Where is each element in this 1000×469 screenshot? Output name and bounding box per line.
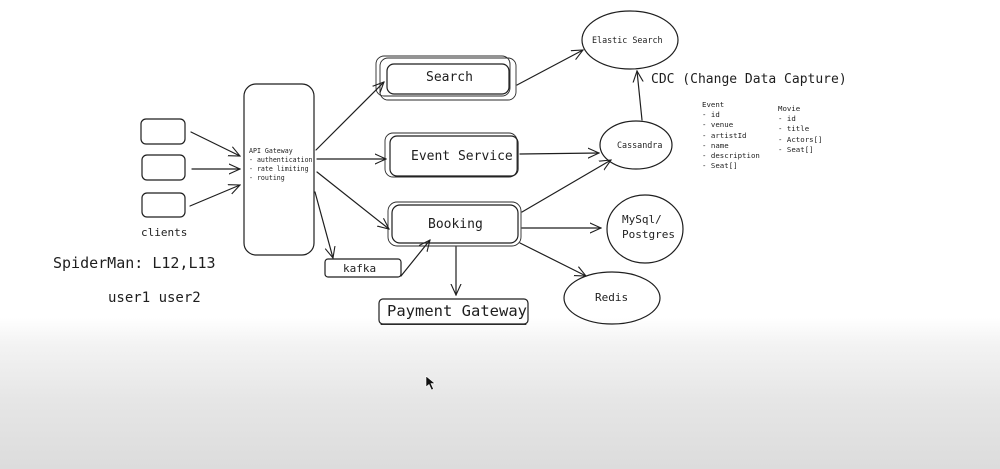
event-schema-field: - id — [702, 110, 720, 120]
arrow-booking-redis — [519, 242, 586, 277]
mysql-label-line1: MySql/ — [622, 213, 662, 226]
mysql-postgres-node[interactable] — [606, 194, 684, 264]
api-gateway-feature: - rate limiting — [249, 165, 309, 173]
api-gateway-title: API Gateway — [249, 147, 293, 155]
api-gateway-box[interactable] — [243, 83, 315, 256]
elastic-search-label: Elastic Search — [592, 35, 663, 45]
kafka-label: kafka — [343, 262, 377, 275]
api-gateway-text: API Gateway - authentication - rate limi… — [249, 147, 313, 183]
arrow-gateway-kafka — [314, 191, 333, 258]
mysql-label-line2: Postgres — [622, 228, 675, 241]
api-gateway-feature: - authentication — [249, 156, 313, 164]
search-label: Search — [426, 70, 473, 85]
arrow-gateway-booking — [316, 171, 389, 229]
event-schema-field: - venue — [702, 120, 734, 130]
kafka-box[interactable] — [324, 258, 402, 278]
payment-gateway-box[interactable] — [378, 298, 529, 325]
arrow-event-service-cassandra — [519, 153, 599, 154]
spiderman-note: SpiderMan: L12,L13 — [53, 254, 216, 272]
arrow-cassandra-elastic-cdc — [637, 71, 642, 121]
event-schema-field: - Seat[] — [702, 161, 738, 171]
arrow-client1-gateway — [190, 131, 240, 157]
movie-schema-field: - Seat[] — [778, 144, 814, 154]
users-note: user1 user2 — [108, 290, 201, 306]
client-box-1[interactable] — [140, 118, 186, 145]
event-schema-title: Event — [702, 100, 725, 109]
event-service-label: Event Service — [411, 149, 513, 164]
booking-label: Booking — [428, 217, 483, 232]
movie-schema-field: - title — [778, 124, 810, 134]
event-schema-field: - description — [702, 151, 760, 161]
cassandra-node[interactable] — [599, 120, 673, 170]
movie-schema-title: Movie — [778, 104, 801, 113]
payment-gateway-label: Payment Gateway — [387, 302, 527, 320]
client-box-2[interactable] — [141, 154, 186, 181]
cdc-label: CDC (Change Data Capture) — [651, 72, 847, 87]
event-schema-field: - name — [702, 140, 729, 150]
client-box-3[interactable] — [141, 192, 186, 218]
api-gateway-feature: - routing — [249, 174, 285, 182]
cassandra-label: Cassandra — [617, 140, 663, 150]
redis-node[interactable] — [563, 271, 661, 325]
arrow-client3-gateway — [189, 185, 240, 207]
arrow-booking-cassandra — [521, 160, 611, 213]
mysql-postgres-label: MySql/ Postgres — [622, 212, 675, 242]
arrow-kafka-booking — [400, 240, 430, 277]
movie-schema-field: - Actors[] — [778, 134, 823, 144]
movie-schema-field: - id — [778, 114, 796, 124]
arrow-gateway-search — [315, 82, 384, 151]
mouse-cursor-icon — [425, 375, 436, 391]
redis-label: Redis — [595, 291, 629, 304]
event-schema: Event - id - venue - artistId - name - d… — [702, 100, 760, 171]
clients-label: clients — [141, 226, 188, 239]
movie-schema: Movie - id - title - Actors[] - Seat[] — [778, 104, 823, 155]
arrow-search-elastic — [516, 50, 583, 86]
event-schema-field: - artistId — [702, 130, 747, 140]
elastic-search-node[interactable] — [581, 10, 679, 70]
search-box[interactable] — [375, 55, 517, 101]
